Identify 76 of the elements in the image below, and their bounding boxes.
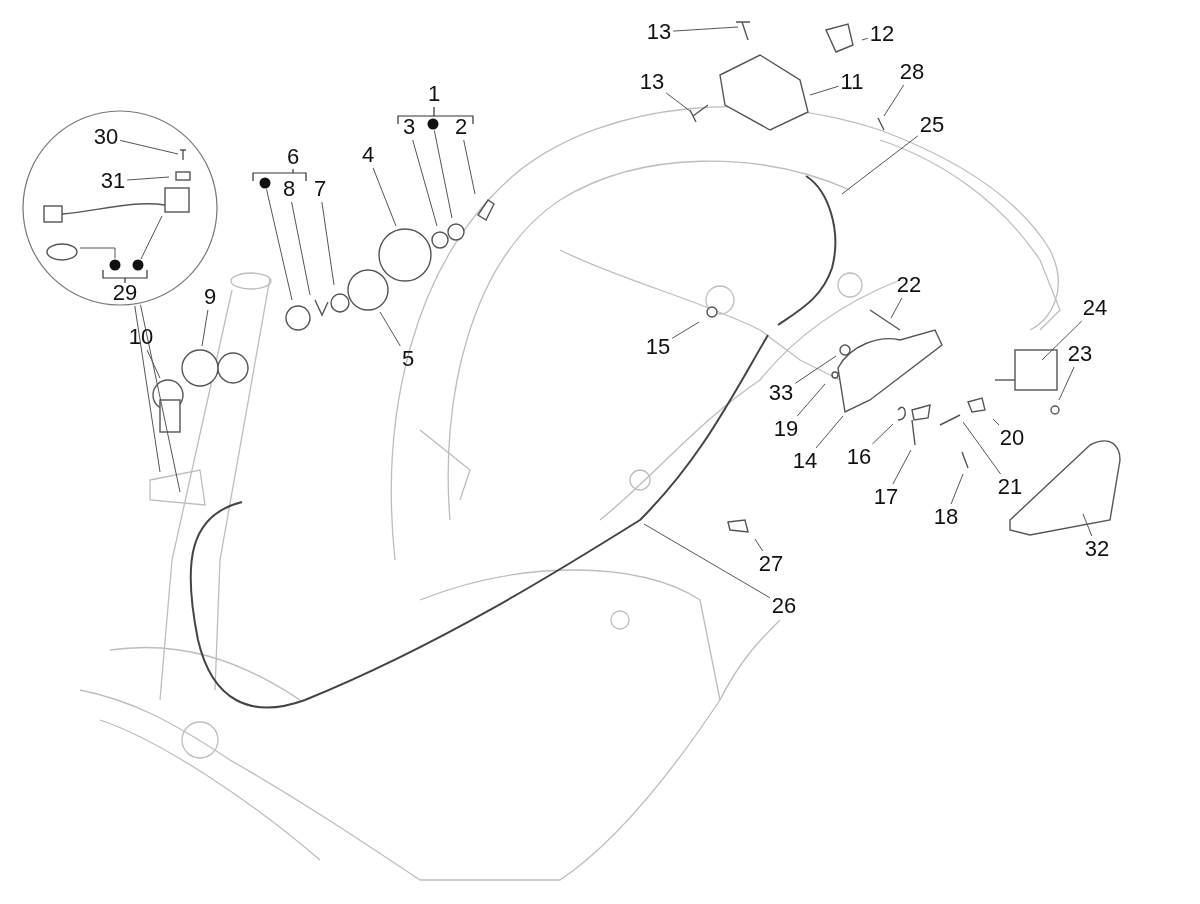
- callout-number: 7: [313, 177, 327, 201]
- leader-line: [463, 139, 476, 195]
- leader-line: [861, 37, 869, 41]
- leader-line: [412, 139, 438, 227]
- leader-line: [665, 92, 691, 112]
- leader-line: [79, 247, 116, 259]
- leader-line: [134, 305, 161, 473]
- leader-line: [950, 473, 964, 505]
- callout-number: 16: [846, 445, 872, 469]
- leader-line: [372, 167, 397, 227]
- callout-number: 12: [869, 22, 895, 46]
- callout-number: 25: [919, 113, 945, 137]
- leader-line: [291, 201, 311, 296]
- callout-number: 24: [1082, 296, 1108, 320]
- leader-line: [140, 304, 181, 493]
- leader-line: [796, 383, 826, 417]
- callout-number: 31: [100, 169, 126, 193]
- leader-line: [809, 85, 840, 96]
- callout-number: 14: [792, 449, 818, 473]
- leader-line: [794, 355, 837, 384]
- leader-line: [671, 321, 700, 339]
- callout-number: 22: [896, 273, 922, 297]
- callout-number: 29: [112, 281, 138, 305]
- callout-number: 13: [639, 70, 665, 94]
- leader-line: [672, 26, 739, 32]
- leader-line: [119, 139, 179, 155]
- leader-line: [871, 423, 894, 445]
- bullet-dot: [259, 177, 271, 189]
- leader-line: [126, 176, 170, 181]
- callout-number: 32: [1084, 537, 1110, 561]
- leader-line: [890, 297, 903, 319]
- leader-line: [321, 201, 335, 286]
- callout-number: 13: [646, 20, 672, 44]
- callout-number: 20: [999, 426, 1025, 450]
- callout-number: 23: [1067, 342, 1093, 366]
- callout-number: 15: [645, 335, 671, 359]
- leader-line: [1041, 320, 1083, 361]
- leader-line: [754, 538, 764, 552]
- leader-line: [841, 135, 919, 195]
- callout-number: 33: [768, 381, 794, 405]
- callout-number: 2: [454, 115, 468, 139]
- detail-inset-circle: [22, 110, 218, 306]
- callout-number: 3: [402, 115, 416, 139]
- leader-line: [433, 129, 453, 219]
- callout-number: 28: [899, 60, 925, 84]
- leader-line: [643, 523, 771, 599]
- callout-number: 10: [128, 325, 154, 349]
- callout-number: 1: [427, 82, 441, 106]
- callout-number: 5: [401, 347, 415, 371]
- callout-number: 6: [286, 145, 300, 169]
- leader-line: [1058, 366, 1075, 401]
- callout-number: 30: [93, 125, 119, 149]
- leader-line: [815, 415, 844, 449]
- callout-number: 17: [873, 485, 899, 509]
- bullet-dot: [427, 118, 439, 130]
- callout-number: 9: [203, 285, 217, 309]
- callout-number: 26: [771, 594, 797, 618]
- bullet-dot: [109, 259, 121, 271]
- leader-line: [266, 188, 293, 301]
- leader-line: [1082, 513, 1093, 537]
- leader-line: [892, 449, 912, 485]
- bullet-dot: [132, 259, 144, 271]
- leader-line: [201, 309, 209, 347]
- callout-number: 11: [840, 70, 864, 94]
- callout-number: 4: [361, 143, 375, 167]
- callout-number: 27: [758, 552, 784, 576]
- callout-number: 18: [933, 505, 959, 529]
- leader-line: [146, 349, 161, 379]
- leader-line: [140, 215, 163, 260]
- leader-line: [883, 84, 905, 117]
- callout-number: 21: [997, 475, 1023, 499]
- leader-line: [992, 418, 1000, 426]
- callout-number: 19: [773, 417, 799, 441]
- callout-number: 8: [282, 177, 296, 201]
- leader-line: [962, 421, 1002, 475]
- leader-line: [379, 311, 401, 347]
